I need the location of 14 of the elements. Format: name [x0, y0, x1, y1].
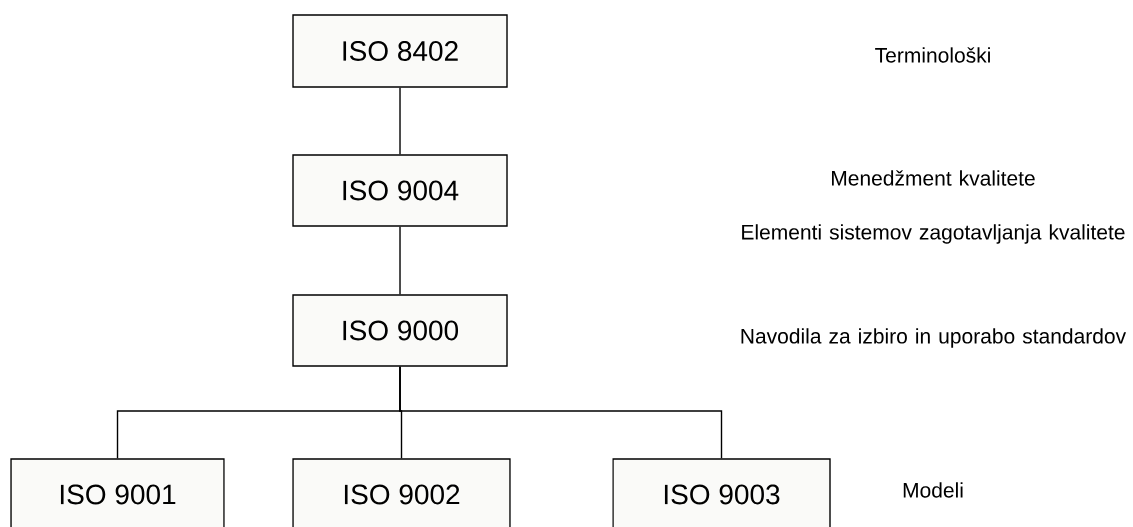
standard-box: ISO 9003 [612, 458, 831, 527]
description-text: Terminološki [875, 47, 990, 63]
standard-box: ISO 9000 [292, 294, 508, 367]
connector-line [399, 226, 401, 295]
standard-box: ISO 8402 [292, 14, 508, 88]
description-text: Elementi sistemov zagotavljanja kvalitete [742, 224, 1125, 244]
standard-box: ISO 9002 [292, 458, 511, 527]
connector-line [399, 87, 401, 155]
standard-box: ISO 9001 [10, 458, 225, 527]
connector-line [399, 366, 723, 459]
description-text: Navodila za izbiro in uporabo standardov [741, 328, 1126, 348]
description-text: Menedžment kvalitete [832, 170, 1035, 186]
description-text: Modeli [903, 482, 963, 498]
standard-box: ISO 9004 [292, 154, 508, 227]
